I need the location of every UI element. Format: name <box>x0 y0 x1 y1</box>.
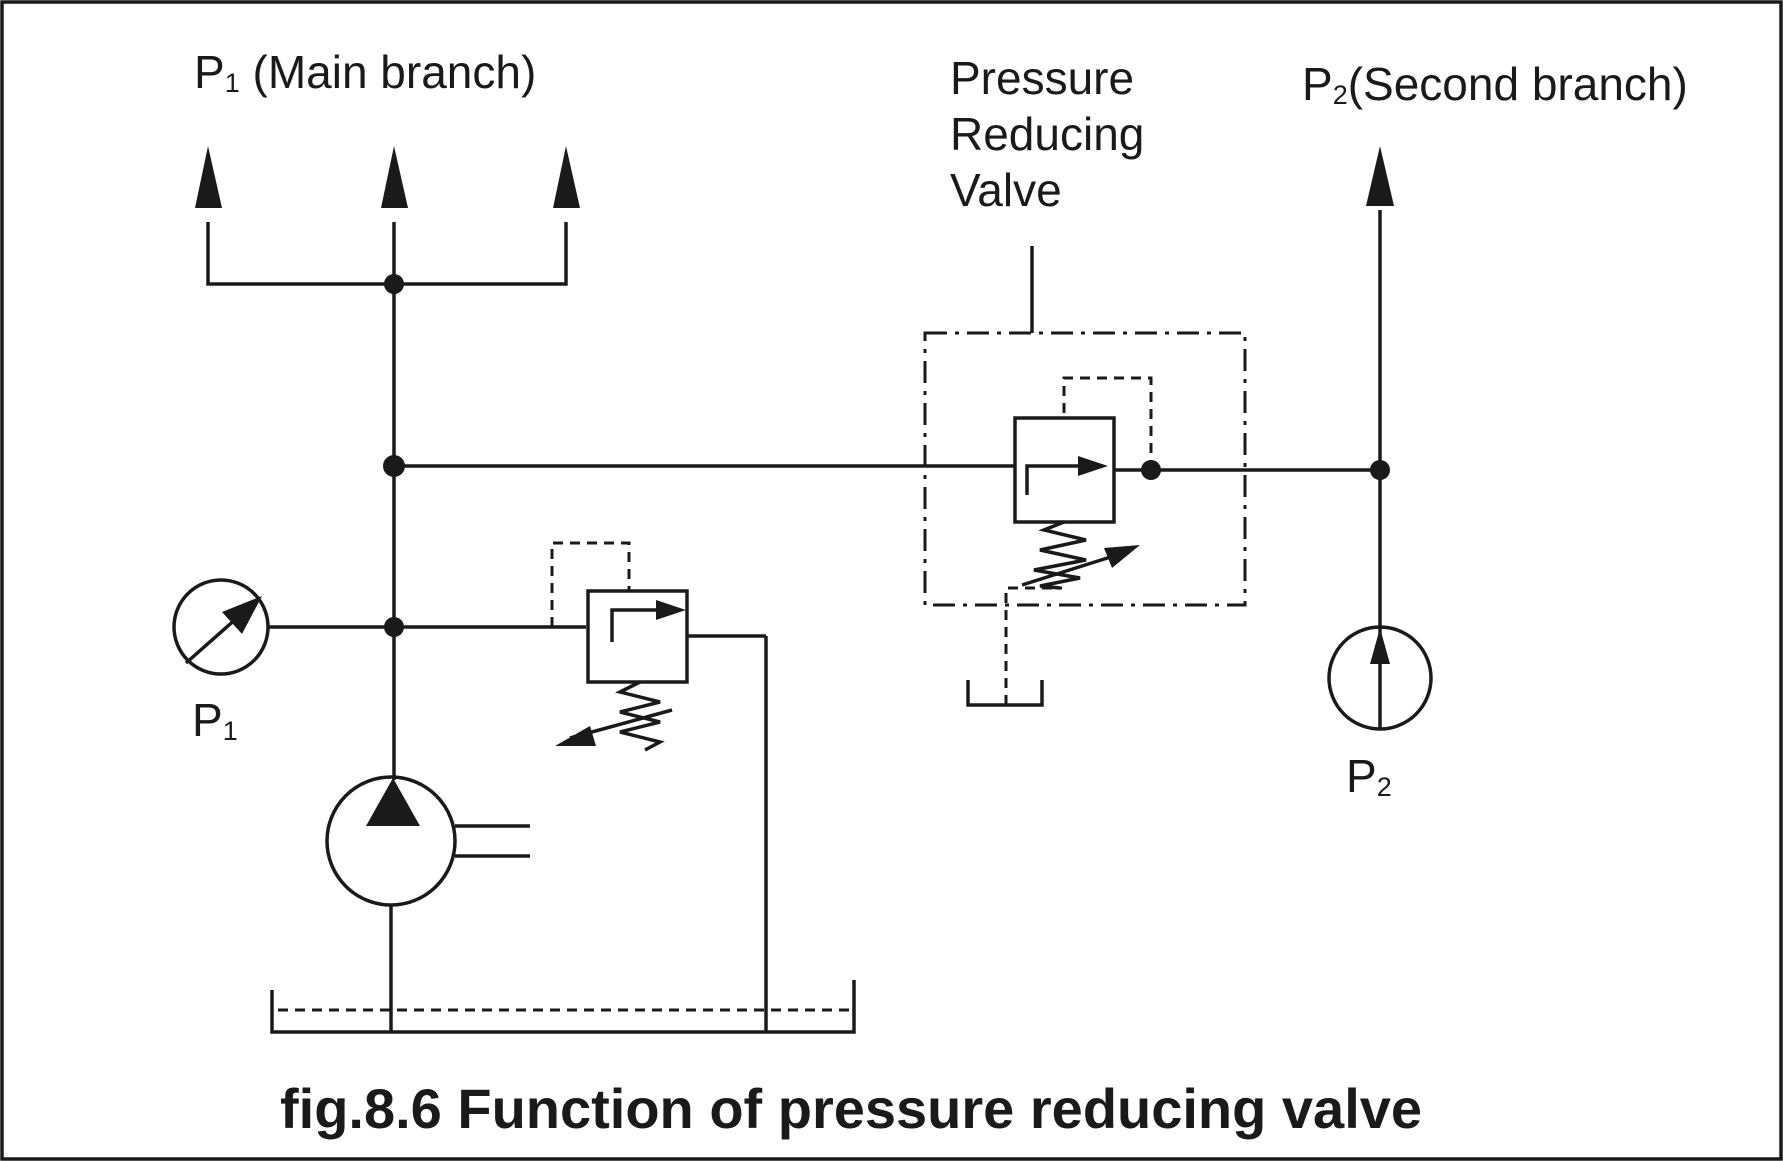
junction-dot <box>384 617 404 637</box>
junction-dot <box>384 274 404 294</box>
label-text: (Main branch) <box>240 46 537 98</box>
gauge-p2-label: P2 <box>1346 750 1392 802</box>
reservoir-tank <box>270 980 856 1034</box>
pressure-gauge-p1 <box>172 578 586 676</box>
p2-second-branch-label: P2(Second branch) <box>1302 58 1688 110</box>
supply-line-to-reducing-valve <box>383 455 1015 477</box>
gauge-p1-label: P1 <box>192 694 238 746</box>
label-letter: P <box>192 694 223 746</box>
drain-tank <box>966 680 1044 707</box>
main-branch-outlets <box>195 146 580 780</box>
label-subscript: 2 <box>1333 80 1348 110</box>
main-outlet-arrow-center <box>381 146 408 208</box>
p1-main-branch-label: P1 (Main branch) <box>194 46 536 98</box>
prv-label-line2: Reducing <box>950 108 1144 160</box>
valve-enclosure <box>923 331 1247 607</box>
main-outlet-arrow-left <box>195 146 222 208</box>
hydraulic-pump <box>325 775 530 1032</box>
main-outlet-arrow-right <box>553 146 580 208</box>
junction-dot <box>383 455 405 477</box>
second-outlet-arrow <box>1366 146 1394 206</box>
label-subscript: 1 <box>223 716 238 746</box>
junction-dot <box>1370 460 1390 480</box>
label-text: (Second branch) <box>1348 58 1688 110</box>
prv-label-line1: Pressure <box>950 52 1134 104</box>
label-subscript: 1 <box>225 68 240 98</box>
pressure-gauge-p2 <box>1327 625 1433 731</box>
prv-label-line3: Valve <box>950 164 1062 216</box>
label-subscript: 2 <box>1377 772 1392 802</box>
label-letter: P <box>194 46 225 98</box>
relief-valve <box>550 541 768 1032</box>
label-letter: P <box>1346 750 1377 802</box>
label-letter: P <box>1302 58 1333 110</box>
figure-caption: fig.8.6 Function of pressure reducing va… <box>280 1077 1422 1140</box>
pressure-reducing-valve <box>923 246 1378 707</box>
